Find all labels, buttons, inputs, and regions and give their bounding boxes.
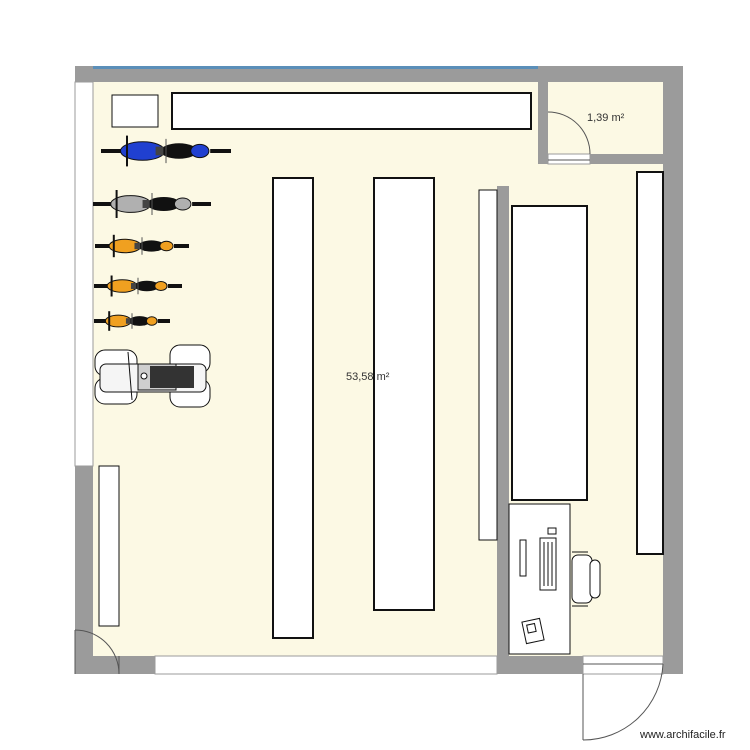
door-bottom-right <box>582 655 664 741</box>
shelf-column-1 <box>272 177 314 639</box>
quad-bike-icon <box>94 344 211 408</box>
motorcycle-orange-icon <box>94 275 182 297</box>
display-table <box>511 205 588 501</box>
watermark: www.archifacile.fr <box>640 729 726 741</box>
phone-icon <box>521 617 545 645</box>
office-chair-icon <box>571 551 601 607</box>
window-left <box>74 81 94 467</box>
main-room-area-label: 53,58 m² <box>346 371 390 383</box>
small-room-area-label: 1,39 m² <box>587 112 625 124</box>
wall-right <box>663 66 683 674</box>
door-small-room <box>547 111 591 165</box>
motorcycle-blue-icon <box>101 135 231 167</box>
window-top <box>93 66 538 69</box>
wall-bottom-left <box>75 656 155 674</box>
cabinet-top-left <box>111 94 159 128</box>
computer-icon <box>519 527 557 591</box>
walls <box>75 66 683 674</box>
wall-bottom-mid <box>497 656 583 674</box>
shelf-column-2 <box>373 177 435 611</box>
shelf-left-lower <box>98 465 120 627</box>
door-bottom-left <box>74 629 120 675</box>
motorcycle-group <box>93 135 231 331</box>
motorcycle-orange-icon <box>95 234 189 258</box>
wall-left-upper <box>75 66 93 82</box>
motorcycle-orange-icon <box>94 311 170 331</box>
wall-top <box>75 66 683 82</box>
furniture <box>98 92 664 639</box>
small-room-floor <box>547 86 663 156</box>
office-desk <box>508 503 601 655</box>
window-bottom <box>154 655 498 675</box>
wall-small-room-left <box>538 66 548 164</box>
shelf-column-3 <box>478 189 498 541</box>
motorcycle-gray-icon <box>93 190 211 218</box>
counter-top <box>171 92 532 130</box>
wall-small-room-bottom <box>590 154 663 164</box>
shelf-column-right <box>636 171 664 555</box>
wall-partition <box>497 186 509 656</box>
wall-left-lower <box>75 466 93 674</box>
